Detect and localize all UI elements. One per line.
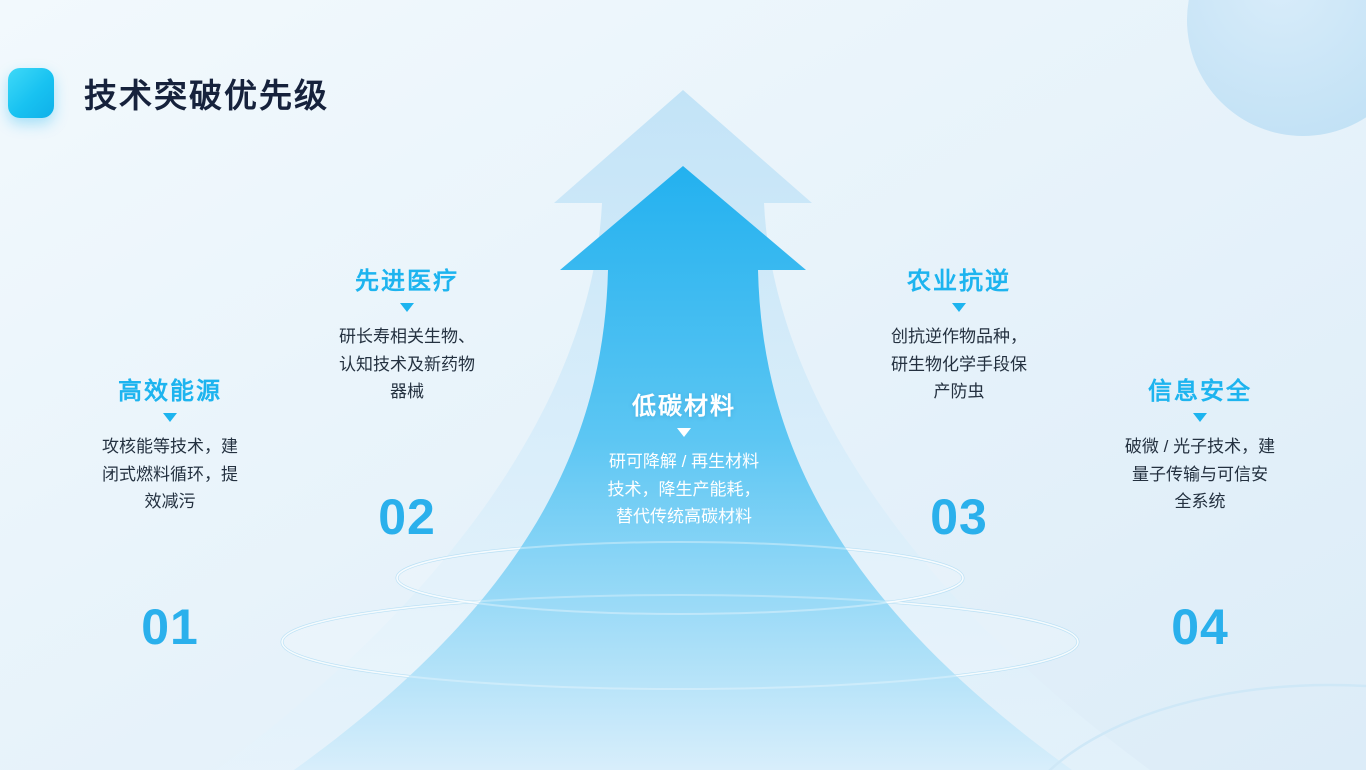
triangle-down-icon [163,413,177,422]
title-bullet-icon [8,68,54,118]
item-body: 破微 / 光子技术，建量子传输与可信安全系统 [1124,437,1276,512]
triangle-down-icon [1193,413,1207,422]
item-body: 研长寿相关生物、认知技术及新药物器械 [339,327,475,402]
item-title: 农业抗逆 [907,268,1011,295]
main-arrow-shape [294,166,1072,770]
page-title: 技术突破优先级 [84,77,329,114]
item-body: 研可降解 / 再生材料技术，降生产能耗，替代传统高碳材料 [607,452,761,527]
corner-arc-decoration [1048,683,1366,770]
item-title: 低碳材料 [632,393,736,420]
item-number: 04 [1171,598,1229,655]
triangle-down-icon [952,303,966,312]
title-row: 技术突破优先级 [8,68,329,118]
ring-overlay-large [281,594,1079,690]
item-body: 攻核能等技术，建闭式燃料循环，提效减污 [102,437,238,512]
item-body: 创抗逆作物品种，研生物化学手段保产防虫 [891,327,1027,402]
corner-circle-decoration [1187,0,1366,136]
item-title: 高效能源 [118,378,222,405]
item-number: 03 [930,488,988,545]
item-title: 信息安全 [1148,378,1252,405]
item-number: 02 [378,488,436,545]
triangle-down-icon [677,428,691,437]
item-medical: 先进医疗 研长寿相关生物、认知技术及新药物器械 02 [315,268,499,546]
item-agriculture: 农业抗逆 创抗逆作物品种，研生物化学手段保产防虫 03 [867,268,1051,546]
triangle-down-icon [400,303,414,312]
item-materials: 低碳材料 研可降解 / 再生材料技术，降生产能耗，替代传统高碳材料 [596,393,772,531]
item-number: 01 [141,598,199,655]
ring-overlay-small [396,541,964,615]
item-security: 信息安全 破微 / 光子技术，建量子传输与可信安全系统 04 [1108,378,1292,656]
item-title: 先进医疗 [355,268,459,295]
item-energy: 高效能源 攻核能等技术，建闭式燃料循环，提效减污 01 [78,378,262,656]
